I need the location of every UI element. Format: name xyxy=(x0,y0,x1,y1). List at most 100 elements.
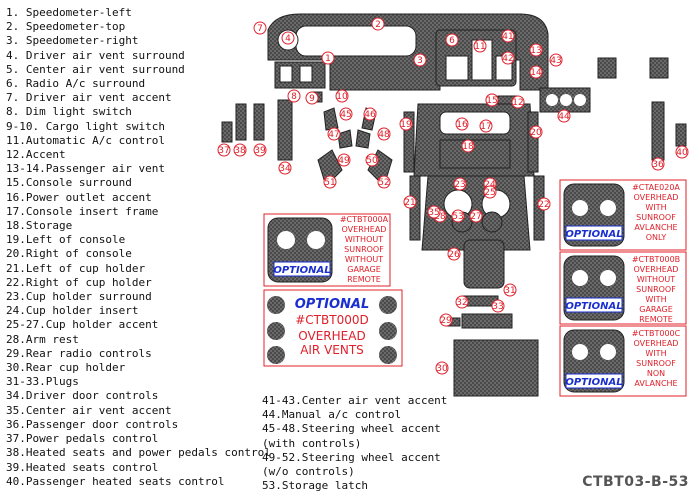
overhead-desc-line: WITH xyxy=(645,349,666,358)
optional-label-d: OPTIONAL xyxy=(295,297,370,312)
optional-label-a: OPTIONAL xyxy=(273,265,330,276)
callout-number: 17 xyxy=(480,122,491,132)
overhead-desc-line: REMOTE xyxy=(639,315,673,324)
console-surround xyxy=(403,103,539,177)
callout-number: 11 xyxy=(474,42,485,52)
legend-item: 44.Manual a/c control xyxy=(262,408,402,422)
callout-circle xyxy=(537,197,551,211)
callout-number: 37 xyxy=(218,146,229,156)
legend-item: 40.Passenger heated seats control xyxy=(6,474,225,488)
callout-number: 52 xyxy=(378,178,389,188)
callout-number: 49 xyxy=(338,156,350,166)
callout-number: 10 xyxy=(336,92,348,102)
optional-label-cta: OPTIONAL xyxy=(565,229,622,240)
legend-item: 19.Left of console xyxy=(6,233,126,247)
callout-number: 36 xyxy=(652,160,664,170)
callout-circle xyxy=(549,53,563,67)
legend-item: 2. Speedometer-top xyxy=(6,20,126,34)
callout-number: 41 xyxy=(502,32,513,42)
overhead-desc-line: WITH xyxy=(645,203,666,212)
legend-item: 5. Center air vent surround xyxy=(6,62,185,76)
callout-circle xyxy=(281,31,295,45)
overhead-a-desc: OVERHEADWITHOUTSUNROOFWITHOUTGARAGEREMOT… xyxy=(342,225,387,284)
legend-item: 8. Dim light switch xyxy=(6,105,132,119)
overhead-option-c: OPTIONAL #CTBT000C OVERHEADWITHSUNROOFNO… xyxy=(559,325,687,397)
callout-circle xyxy=(337,153,351,167)
callout-number: 4 xyxy=(285,34,291,44)
callout-markers: 1234567891011121314151617181920212223242… xyxy=(217,17,689,375)
callout-circle xyxy=(399,117,413,131)
legend-item: 17.Console insert frame xyxy=(6,204,159,218)
callout-circle xyxy=(455,295,469,309)
callout-circle xyxy=(305,91,319,105)
legend-item: 38.Heated seats and power pedals control xyxy=(6,446,271,460)
callout-circle xyxy=(403,195,417,209)
callout-circle xyxy=(451,209,465,223)
callout-number: 9 xyxy=(309,94,315,104)
callout-number: 30 xyxy=(436,364,448,374)
callout-number: 45 xyxy=(340,110,351,120)
legend-item: 41-43.Center air vent accent xyxy=(262,394,448,407)
callout-circle xyxy=(479,119,493,133)
legend-item: 24.Cup holder insert xyxy=(6,304,139,318)
callout-number: 39 xyxy=(254,146,266,156)
overhead-option-a: OPTIONAL #CTBT000A OVERHEADWITHOUTSUNROO… xyxy=(263,213,391,287)
callout-number: 14 xyxy=(530,68,542,78)
overhead-option-cta: OPTIONAL #CTAE020A OVERHEADWITHSUNROOFAV… xyxy=(559,179,687,251)
callout-number: 13 xyxy=(530,46,541,56)
callout-circle xyxy=(453,177,467,191)
part-code: CTBT03-B-53 xyxy=(582,474,689,490)
legend-item: 1. Speedometer-left xyxy=(6,6,132,19)
callout-number: 1 xyxy=(325,54,331,64)
callout-circle xyxy=(377,175,391,189)
overhead-desc-line: WITHOUT xyxy=(637,275,675,284)
callout-number: 19 xyxy=(400,120,412,130)
callout-number: 18 xyxy=(462,142,474,152)
overhead-desc-line: WITHOUT xyxy=(345,255,383,264)
callout-circle xyxy=(447,247,461,261)
callout-number: 38 xyxy=(234,146,246,156)
legend-item: 39.Heated seats control xyxy=(6,460,159,474)
callout-number: 40 xyxy=(676,148,688,158)
callout-circle xyxy=(469,209,483,223)
callout-circle xyxy=(675,145,689,159)
callout-circle xyxy=(371,17,385,31)
legend-item: 21.Left of cup holder xyxy=(6,261,146,275)
callout-number: 53 xyxy=(452,212,463,222)
callout-number: 32 xyxy=(456,298,467,308)
legend-item: 22.Right of cup holder xyxy=(6,275,152,289)
callout-circle xyxy=(363,107,377,121)
overhead-b-code: #CTBT000B xyxy=(632,255,680,264)
callout-number: 26 xyxy=(448,250,460,260)
overhead-desc-line: AIR VENTS xyxy=(300,343,364,357)
callout-circle xyxy=(253,143,267,157)
overhead-desc-line: SUNROOF xyxy=(636,359,676,368)
callout-number: 3 xyxy=(417,56,423,66)
callout-circle xyxy=(413,53,427,67)
callout-number: 42 xyxy=(502,54,513,64)
callout-number: 50 xyxy=(366,156,378,166)
legend-item: 45-48.Steering wheel accent xyxy=(262,422,441,436)
callout-number: 35 xyxy=(428,208,439,218)
legend-item: 49-52.Steering wheel accent xyxy=(262,450,441,464)
callout-circle xyxy=(483,185,497,199)
callout-number: 12 xyxy=(512,98,523,108)
overhead-desc-line: SUNROOF xyxy=(636,213,676,222)
overhead-desc-line: OVERHEAD xyxy=(634,339,679,348)
callout-circle xyxy=(217,143,231,157)
overhead-desc-line: AVLANCHE xyxy=(634,379,677,388)
callout-circle xyxy=(529,125,543,139)
callout-number: 24 xyxy=(484,180,496,190)
legend-item: 6. Radio A/c surround xyxy=(6,77,146,91)
callout-number: 51 xyxy=(324,178,335,188)
legend-item: (with controls) xyxy=(262,436,362,450)
callout-circle xyxy=(323,175,337,189)
legend-item: 53.Storage latch xyxy=(262,479,368,493)
callout-circle xyxy=(339,107,353,121)
legend-item: 34.Driver door controls xyxy=(6,389,159,403)
legend-item: 36.Passenger door controls xyxy=(6,417,179,431)
